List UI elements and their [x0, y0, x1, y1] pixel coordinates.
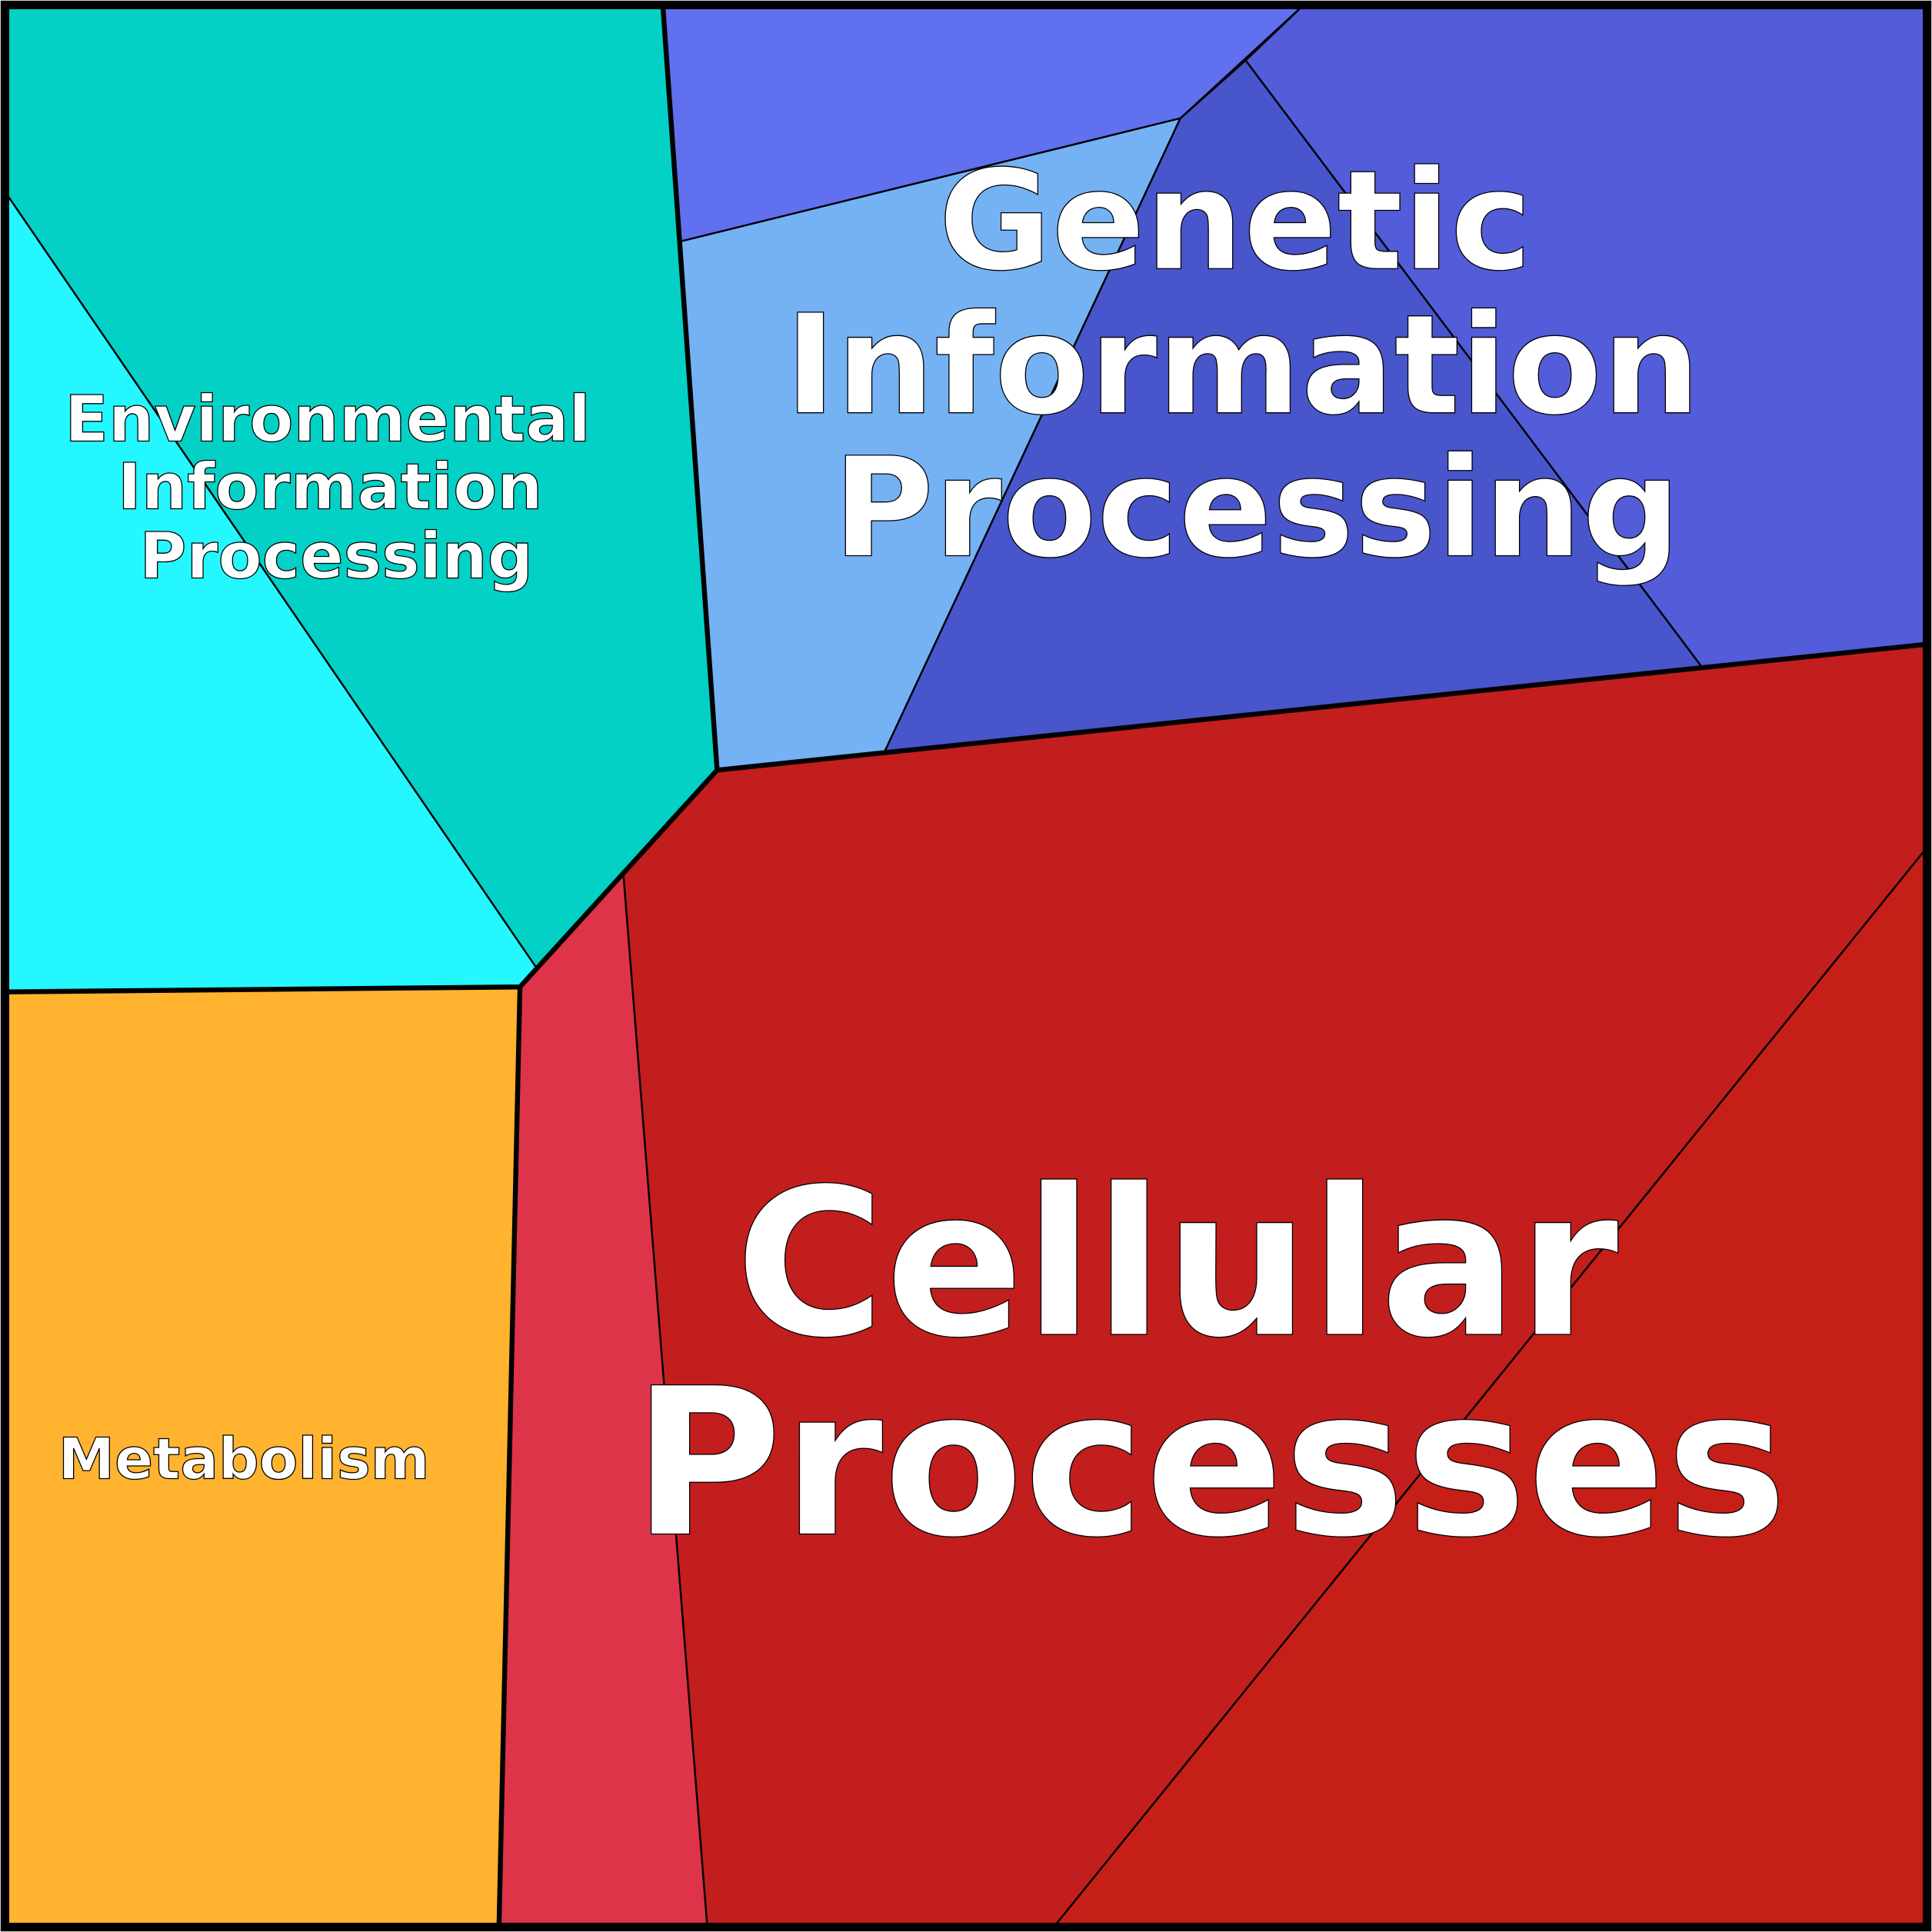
label-genetic: Genetic Information Processing: [784, 141, 1748, 588]
label-environmental: Environmental Information Processing: [65, 382, 613, 594]
label-cellular: Cellular Processes: [632, 1144, 1787, 1583]
boundary-lines: [496, 987, 523, 1927]
region-genetic-information-processing: [661, 5, 1927, 771]
region-cellular-processes: [498, 643, 1927, 1927]
label-metabolism: Metabolism: [58, 1427, 430, 1492]
